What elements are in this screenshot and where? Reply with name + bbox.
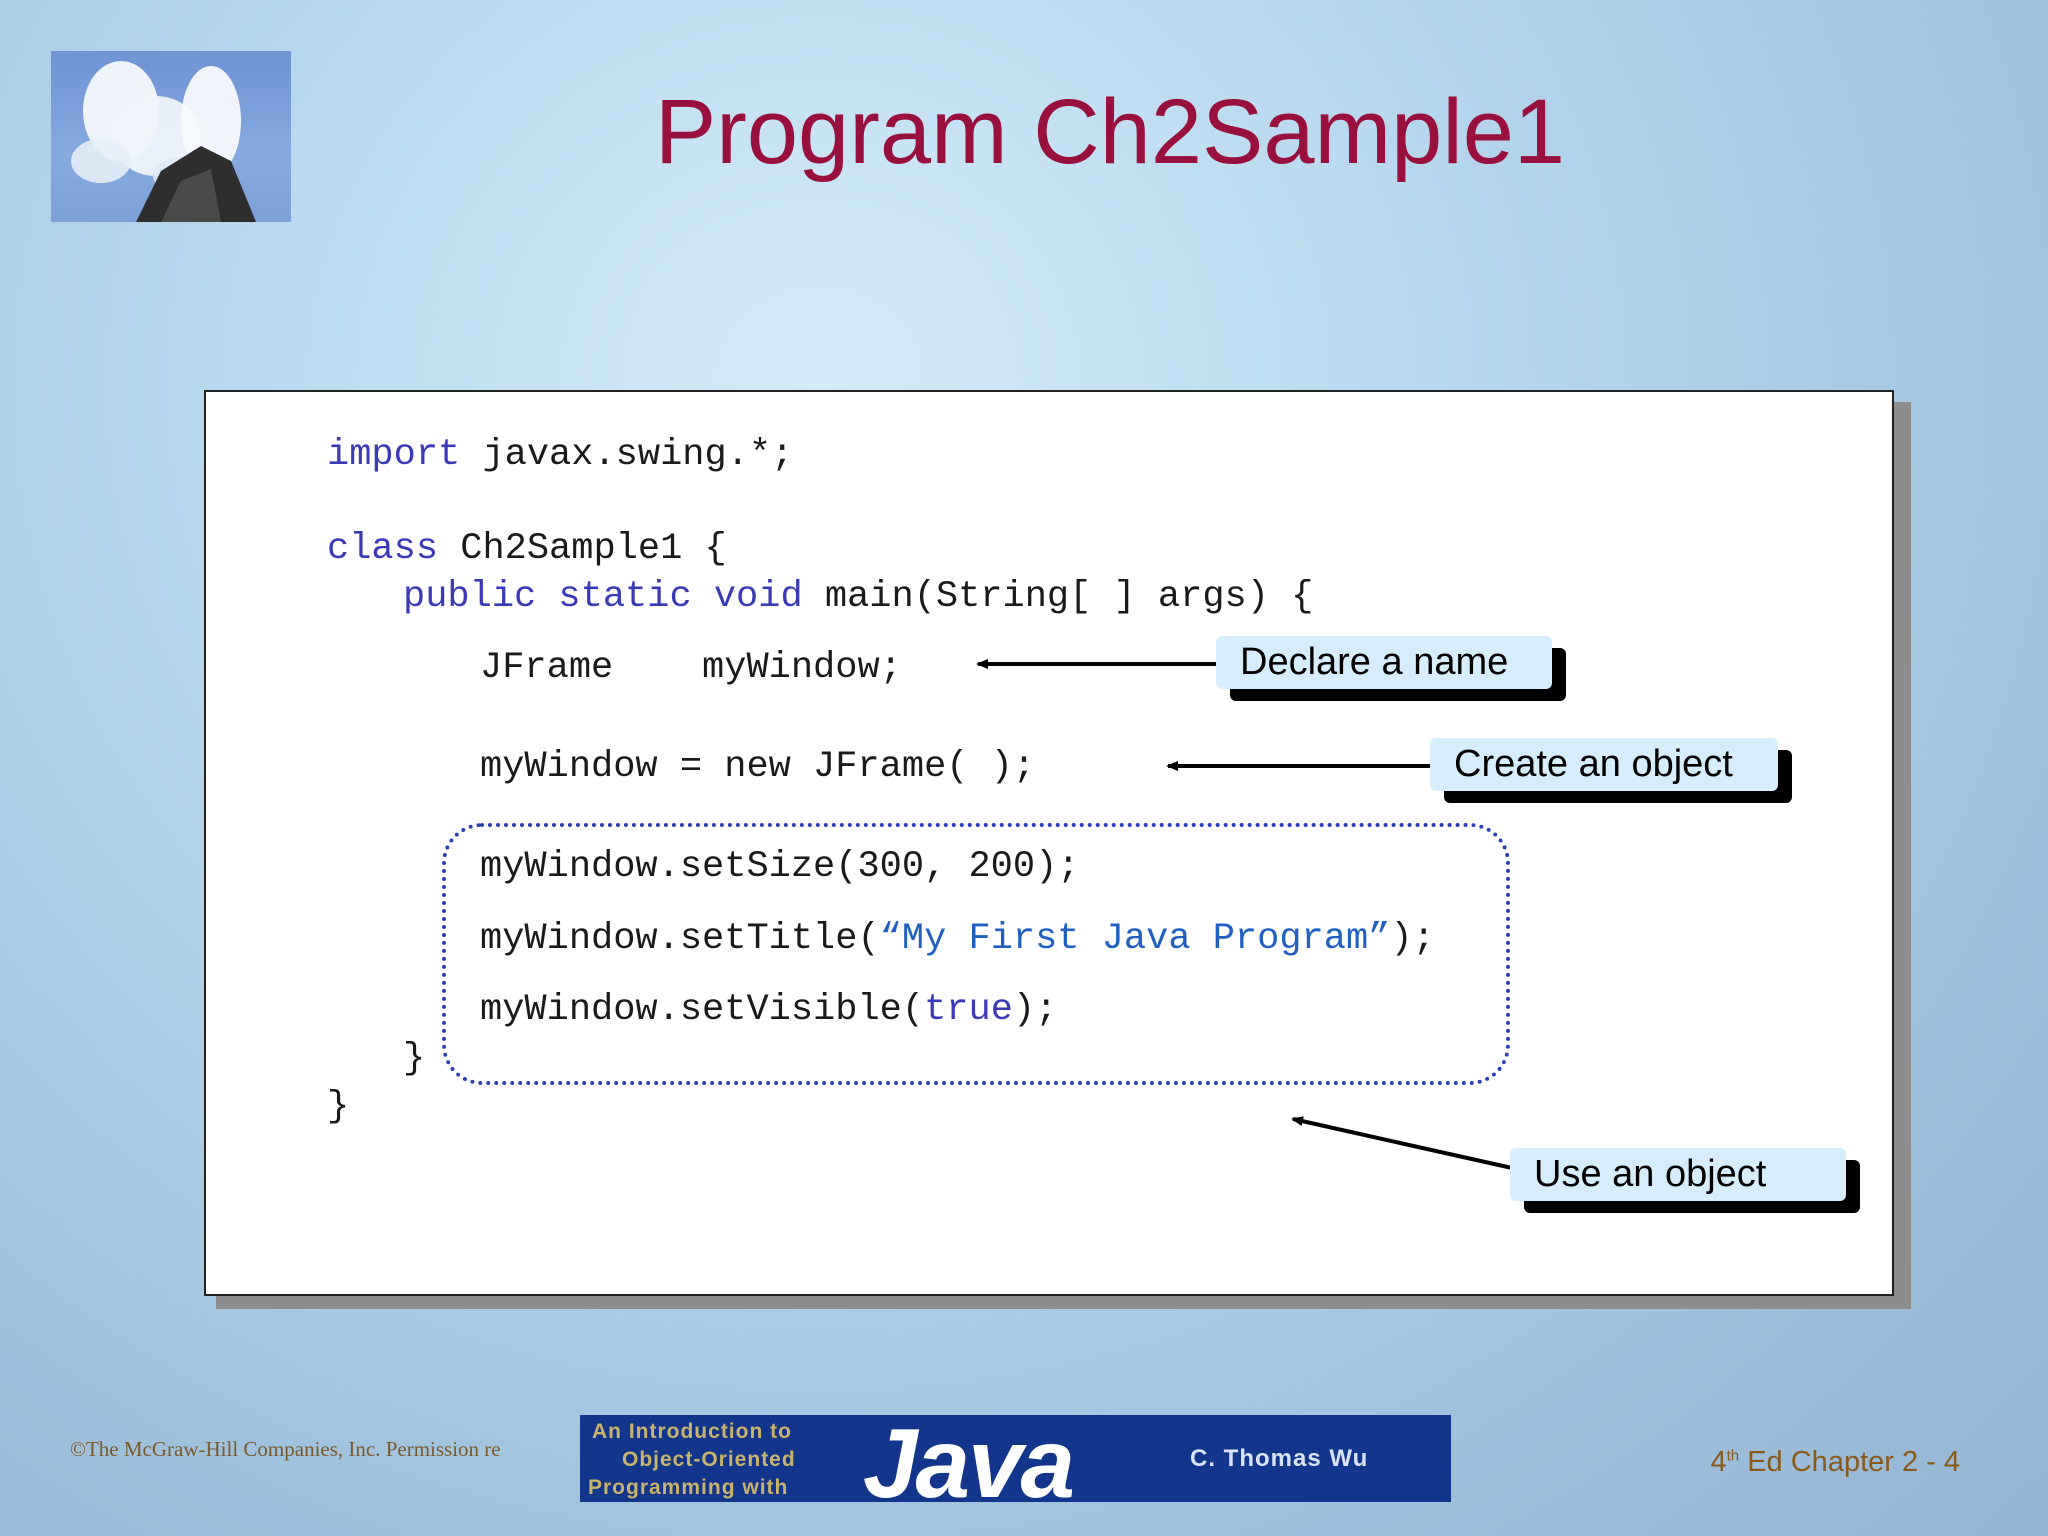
banner-java-wordmark: Java: [863, 1415, 1075, 1502]
code-line-create: myWindow = new JFrame( );: [480, 746, 1036, 788]
code-text: Ch2Sample1 {: [438, 528, 727, 570]
code-line-setsize: myWindow.setSize(300, 200);: [480, 846, 1080, 888]
keyword: class: [327, 528, 439, 570]
code-brace-inner: }: [403, 1038, 426, 1080]
callout-label: Create an object: [1430, 738, 1778, 791]
code-text: main(String[ ] args) {: [802, 576, 1314, 618]
banner-author: C. Thomas Wu: [1190, 1445, 1369, 1472]
book-banner-logo: An Introduction to Object-Oriented Progr…: [580, 1415, 1451, 1502]
callout-label: Use an object: [1510, 1148, 1846, 1201]
banner-line-2: Object-Oriented: [622, 1448, 796, 1471]
code-text: );: [1390, 918, 1435, 960]
code-text: myWindow.setVisible(: [480, 989, 925, 1031]
chapter-page: Ed Chapter 2 - 4: [1739, 1446, 1960, 1478]
edition-number: 4: [1710, 1446, 1727, 1478]
edition-suffix: th: [1726, 1447, 1740, 1465]
code-line-class: class Ch2Sample1 {: [327, 531, 727, 568]
code-line-declare: JFrame myWindow;: [480, 647, 902, 689]
use-object-highlight-box: [442, 823, 1510, 1085]
callout-create-object: Create an object: [1430, 738, 1792, 803]
code-line-settitle: myWindow.setTitle(“My First Java Program…: [480, 921, 1435, 958]
callout-declare-name: Declare a name: [1216, 636, 1566, 701]
keyword: import: [327, 434, 461, 476]
code-panel: [204, 390, 1894, 1296]
code-text: );: [1012, 989, 1058, 1031]
code-text: javax.swing.*;: [460, 434, 794, 476]
code-text: myWindow.setTitle(: [480, 918, 880, 960]
banner-line-1: An Introduction to: [592, 1420, 792, 1443]
copyright-notice: ©The McGraw-Hill Companies, Inc. Permiss…: [70, 1437, 501, 1461]
wave-rock-photo: [51, 51, 291, 222]
slide-reference: 4th Ed Chapter 2 - 4: [1711, 1446, 1961, 1479]
banner-line-3: Programming with: [588, 1476, 789, 1499]
callout-use-object: Use an object: [1510, 1148, 1860, 1213]
code-line-main: public static void main(String[ ] args) …: [403, 579, 1313, 616]
slide-title: Program Ch2Sample1: [654, 81, 1566, 183]
code-line-import: import javax.swing.*;: [327, 437, 793, 474]
string-literal: “My First Java Program”: [879, 918, 1391, 960]
code-line-setvisible: myWindow.setVisible(true);: [480, 992, 1057, 1029]
keyword: public static void: [403, 576, 803, 618]
use-arrow: [1291, 1116, 1513, 1170]
callout-label: Declare a name: [1216, 636, 1552, 689]
keyword: true: [924, 989, 1013, 1031]
code-brace-outer: }: [327, 1086, 350, 1128]
